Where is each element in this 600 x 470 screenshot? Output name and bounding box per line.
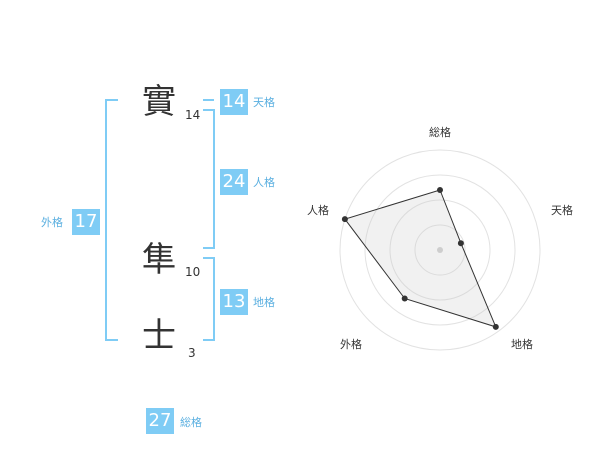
radar-axis-label: 総格 (429, 126, 451, 139)
radar-point-外格 (401, 295, 408, 302)
name-char-1: 實 (142, 82, 176, 122)
radar-axis-label: 天格 (551, 204, 573, 217)
radar-axis-label: 外格 (340, 338, 362, 351)
radar-ring (364, 174, 516, 326)
radar-point-天格 (457, 240, 464, 247)
radar-axis-label: 人格 (307, 204, 329, 217)
gaikaku-label: 外格 (41, 216, 63, 229)
radar-series-polygon (344, 189, 497, 328)
jinkaku-value: 24 (220, 169, 248, 195)
radar-axis-label: 地格 (511, 338, 533, 351)
jinkaku-label: 人格 (253, 176, 275, 189)
gaikaku-value: 17 (72, 209, 100, 235)
chikaku-label: 地格 (253, 296, 275, 309)
radar-point-地格 (492, 323, 499, 330)
stroke-count-2: 10 (185, 265, 201, 279)
name-char-2: 隼 (142, 240, 176, 280)
stroke-count-3: 3 (188, 346, 196, 360)
radar-ring (389, 199, 491, 301)
tenkaku-label: 天格 (253, 96, 275, 109)
radar-point-人格 (341, 216, 348, 223)
radar-center (437, 247, 443, 253)
name-char-3: 士 (142, 316, 176, 356)
radar-point-総格 (437, 187, 443, 193)
tenkaku-value: 14 (220, 89, 248, 115)
gaikaku-bracket (105, 99, 118, 341)
radar-ring (339, 149, 541, 351)
soukaku-value: 27 (146, 408, 174, 434)
radar-ring (414, 224, 466, 276)
soukaku-label: 総格 (180, 416, 202, 429)
chikaku-bracket (203, 257, 215, 341)
stroke-count-1: 14 (185, 108, 201, 122)
chikaku-value: 13 (220, 289, 248, 315)
jinkaku-bracket (203, 109, 215, 249)
